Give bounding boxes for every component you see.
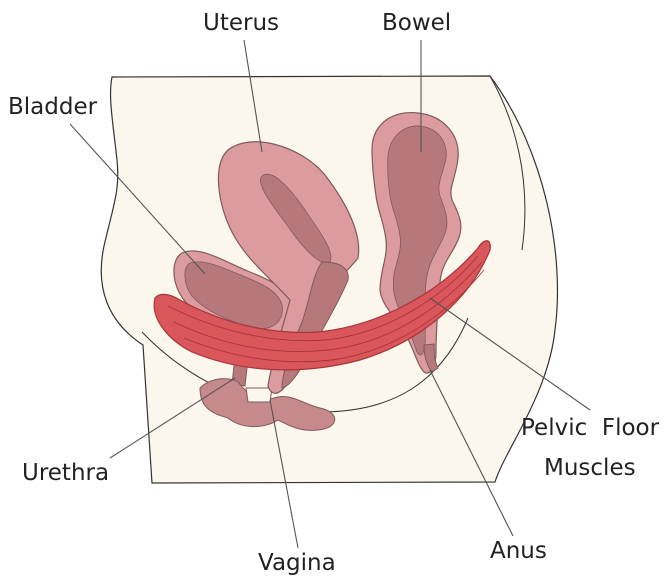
- label-vagina: Vagina: [258, 552, 336, 575]
- label-uterus: Uterus: [203, 12, 279, 35]
- label-bowel: Bowel: [382, 12, 451, 35]
- vaginal-opening: [246, 388, 272, 402]
- label-pelvic-floor-line1: Pelvic Floor: [521, 417, 659, 440]
- label-pelvic-floor-line2: Muscles: [544, 457, 636, 480]
- label-bladder: Bladder: [8, 96, 97, 119]
- label-urethra: Urethra: [22, 462, 109, 485]
- label-anus: Anus: [490, 540, 547, 563]
